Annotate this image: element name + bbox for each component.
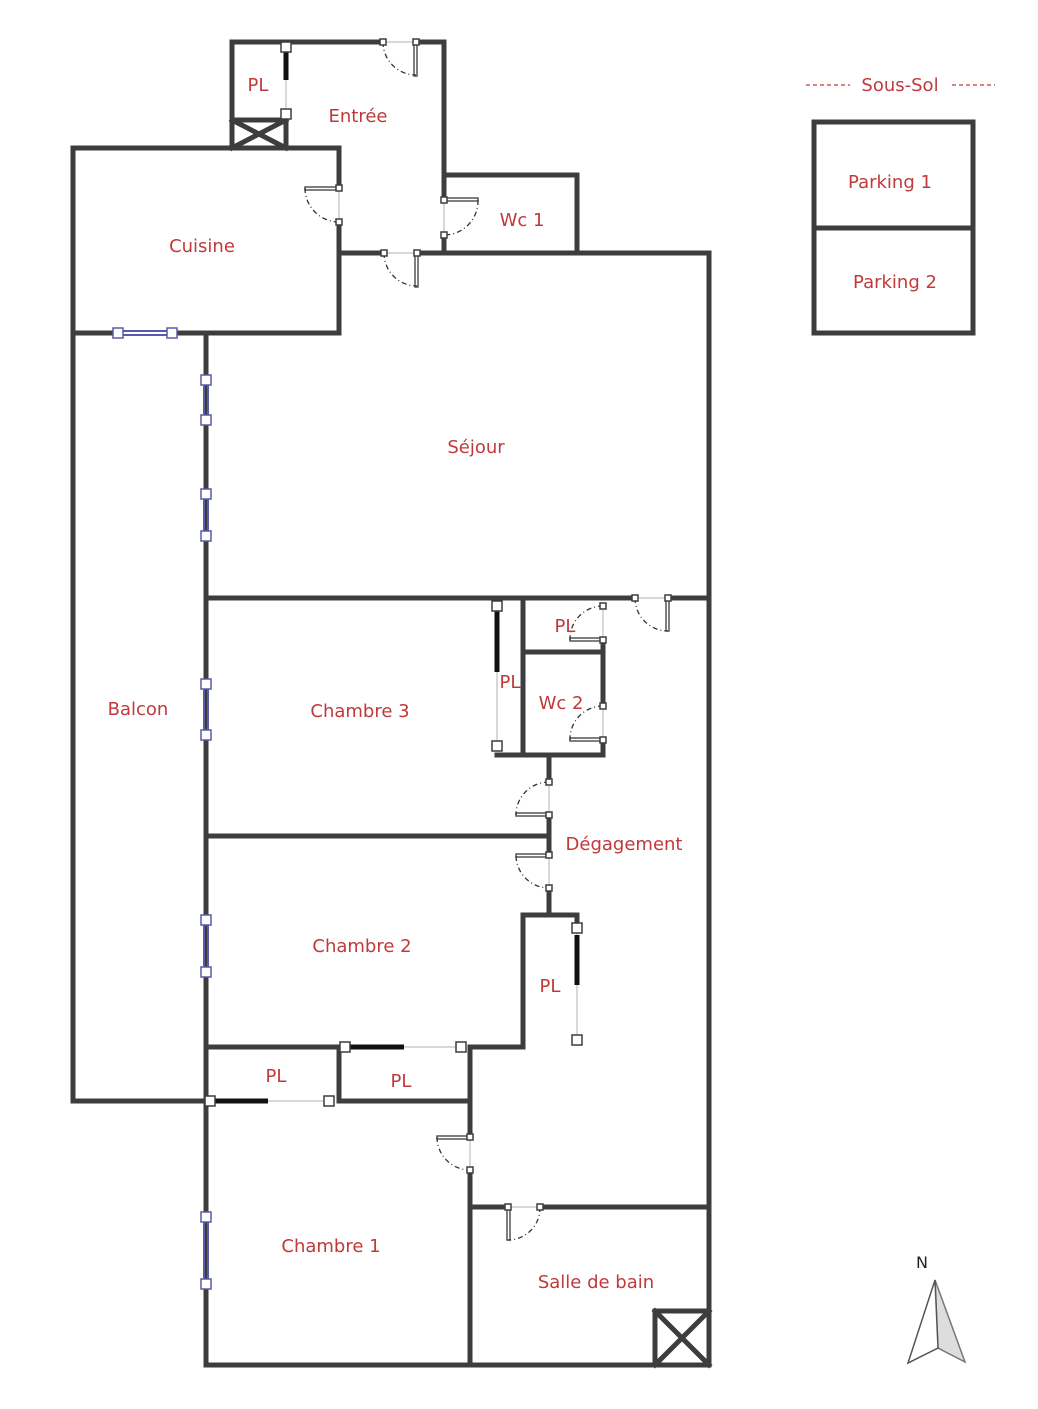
window-jamb xyxy=(200,966,212,978)
window-jamb xyxy=(200,374,212,386)
window-jamb xyxy=(200,530,212,542)
room-label-balcon: Balcon xyxy=(108,699,169,720)
window-jamb xyxy=(200,1278,212,1290)
sous-sol-title: Sous-Sol xyxy=(861,75,938,96)
parking-1-label: Parking 1 xyxy=(848,172,932,193)
room-label-salle-de-bain: Salle de bain xyxy=(538,1272,654,1293)
windows xyxy=(112,327,212,1290)
room-label-pl-b: PL xyxy=(391,1071,412,1092)
room-label-pl-wc2: PL xyxy=(555,616,576,637)
compass-north-label: N xyxy=(916,1253,928,1272)
north-compass-icon: N xyxy=(906,1253,967,1365)
sous-sol-section: Sous-Sol Parking 1 Parking 2 xyxy=(806,75,995,336)
room-label-wc1: Wc 1 xyxy=(500,210,545,231)
room-label-chambre2: Chambre 2 xyxy=(312,936,411,957)
room-label-entree: Entrée xyxy=(329,106,388,127)
window-jamb xyxy=(200,414,212,426)
room-labels: PL Entrée Wc 1 Cuisine Séjour Balcon Cha… xyxy=(108,75,683,1293)
window-jamb xyxy=(200,1211,212,1223)
window-jamb xyxy=(200,678,212,690)
window-jamb xyxy=(200,488,212,500)
room-label-pl-ch3: PL xyxy=(500,672,521,693)
room-label-chambre1: Chambre 1 xyxy=(281,1236,380,1257)
room-label-chambre3: Chambre 3 xyxy=(310,701,409,722)
swing-doors xyxy=(304,38,672,1241)
parking-2-label: Parking 2 xyxy=(853,272,937,293)
room-label-cuisine: Cuisine xyxy=(169,236,235,257)
room-label-pl-degagement: PL xyxy=(540,976,561,997)
room-label-sejour: Séjour xyxy=(447,437,505,458)
room-label-wc2: Wc 2 xyxy=(539,693,584,714)
room-label-pl-a: PL xyxy=(266,1066,287,1087)
window-jamb xyxy=(200,729,212,741)
window-jamb xyxy=(200,914,212,926)
sliding-doors xyxy=(204,41,583,1107)
room-label-pl-entree: PL xyxy=(248,75,269,96)
room-label-degagement: Dégagement xyxy=(566,834,683,855)
